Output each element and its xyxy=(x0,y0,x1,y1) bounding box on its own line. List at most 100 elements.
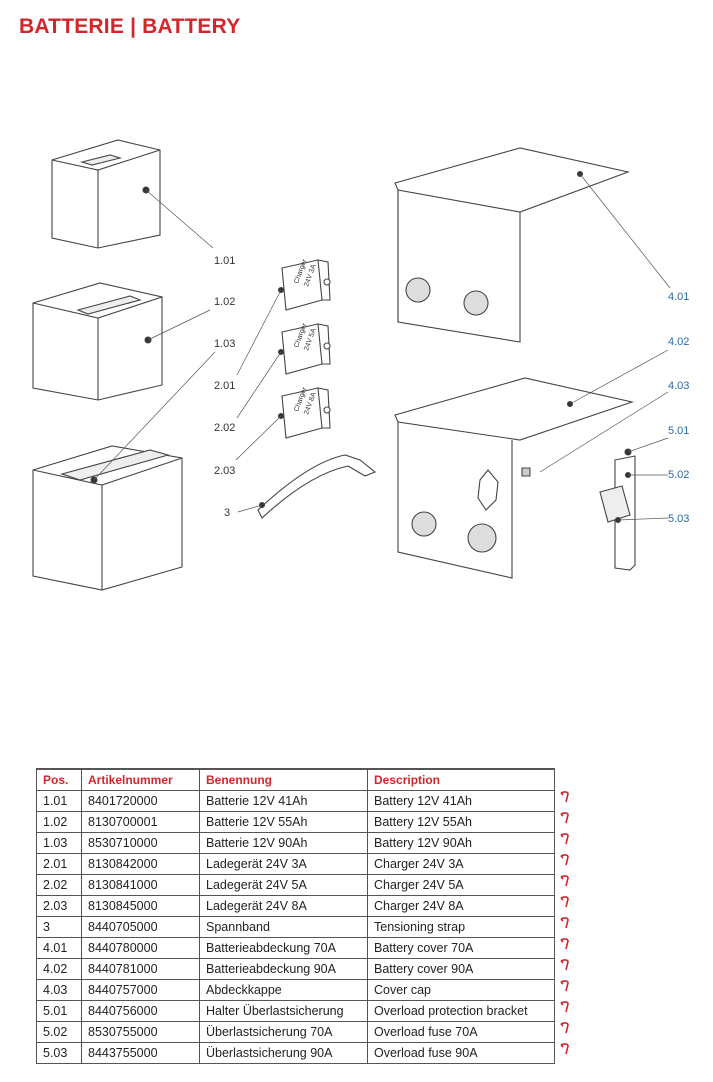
cell-description: Charger 24V 8A xyxy=(367,895,555,917)
cell-article-number: 8130842000 xyxy=(81,853,200,875)
cell-benennung: Ladegerät 24V 3A xyxy=(199,853,368,875)
cell-pos: 1.02 xyxy=(36,811,82,833)
cell-benennung: Spannband xyxy=(199,916,368,938)
cell-description: Cover cap xyxy=(367,979,555,1001)
cell-description: Battery cover 70A xyxy=(367,937,555,959)
cell-pos: 4.03 xyxy=(36,979,82,1001)
cell-benennung: Batterie 12V 41Ah xyxy=(199,790,368,812)
cell-description: Overload fuse 90A xyxy=(367,1042,555,1064)
charger-5a-illustration xyxy=(277,323,331,375)
column-header-benennung: Benennung xyxy=(199,768,368,791)
cell-pos: 2.01 xyxy=(36,853,82,875)
callout-4-01: 4.01 xyxy=(668,291,689,303)
tensioning-strap-illustration xyxy=(257,454,377,519)
column-header-article-number: Artikelnummer xyxy=(81,768,200,791)
cell-article-number: 8440756000 xyxy=(81,1000,200,1022)
cell-benennung: Ladegerät 24V 8A xyxy=(199,895,368,917)
cell-benennung: Abdeckkappe xyxy=(199,979,368,1001)
cell-pos: 5.03 xyxy=(36,1042,82,1064)
cell-pos: 2.02 xyxy=(36,874,82,896)
cell-description: Charger 24V 3A xyxy=(367,853,555,875)
add-to-cart-icon[interactable] xyxy=(558,979,572,993)
cell-pos: 5.02 xyxy=(36,1021,82,1043)
add-to-cart-icon[interactable] xyxy=(558,874,572,888)
callout-4-03: 4.03 xyxy=(668,380,689,392)
callout-5-02: 5.02 xyxy=(668,469,689,481)
cell-benennung: Überlastsicherung 70A xyxy=(199,1021,368,1043)
table-header-row: Pos. Artikelnummer Benennung Description xyxy=(36,768,555,791)
cell-benennung: Ladegerät 24V 5A xyxy=(199,874,368,896)
parts-table: Pos. Artikelnummer Benennung Description… xyxy=(36,768,555,1064)
callout-1-03: 1.03 xyxy=(214,338,235,350)
callout-3: 3 xyxy=(224,507,230,519)
cell-article-number: 8440781000 xyxy=(81,958,200,980)
cell-description: Battery 12V 41Ah xyxy=(367,790,555,812)
add-to-cart-icon[interactable] xyxy=(558,916,572,930)
cell-article-number: 8130841000 xyxy=(81,874,200,896)
callout-2-03: 2.03 xyxy=(214,465,235,477)
column-header-description: Description xyxy=(367,768,555,791)
battery-55ah-illustration xyxy=(32,282,163,401)
cell-article-number: 8530710000 xyxy=(81,832,200,854)
cell-description: Battery 12V 90Ah xyxy=(367,832,555,854)
battery-41ah-illustration xyxy=(51,139,161,249)
add-to-cart-icon[interactable] xyxy=(558,937,572,951)
cell-article-number: 8130700001 xyxy=(81,811,200,833)
exploded-parts-drawing: Charger 24V 3A Charger 24V 5A Charger 24… xyxy=(32,139,689,591)
charger-8a-illustration xyxy=(277,387,331,439)
cell-article-number: 8401720000 xyxy=(81,790,200,812)
add-to-cart-icon[interactable] xyxy=(558,895,572,909)
callout-1-02: 1.02 xyxy=(214,296,235,308)
overload-fuse-bracket-illustration xyxy=(599,448,636,571)
page-title: BATTERIE | BATTERY xyxy=(19,15,241,38)
battery-cover-70a-illustration xyxy=(394,147,630,343)
cell-benennung: Batterieabdeckung 90A xyxy=(199,958,368,980)
cell-pos: 1.03 xyxy=(36,832,82,854)
battery-cover-90a-illustration xyxy=(394,377,635,579)
add-to-cart-icon[interactable] xyxy=(558,1042,572,1056)
cell-pos: 2.03 xyxy=(36,895,82,917)
callout-1-01: 1.01 xyxy=(214,255,235,267)
add-to-cart-icon[interactable] xyxy=(558,811,572,825)
cell-benennung: Batterie 12V 90Ah xyxy=(199,832,368,854)
cell-benennung: Batterieabdeckung 70A xyxy=(199,937,368,959)
cell-article-number: 8440705000 xyxy=(81,916,200,938)
add-to-cart-icon[interactable] xyxy=(558,790,572,804)
cell-benennung: Halter Überlastsicherung xyxy=(199,1000,368,1022)
callout-4-02: 4.02 xyxy=(668,336,689,348)
cell-benennung: Überlastsicherung 90A xyxy=(199,1042,368,1064)
add-to-cart-icon[interactable] xyxy=(558,958,572,972)
cell-pos: 4.02 xyxy=(36,958,82,980)
battery-90ah-illustration xyxy=(32,445,183,591)
add-to-cart-icon[interactable] xyxy=(558,1000,572,1014)
cell-benennung: Batterie 12V 55Ah xyxy=(199,811,368,833)
add-to-cart-icon[interactable] xyxy=(558,1021,572,1035)
cell-pos: 4.01 xyxy=(36,937,82,959)
callout-2-01: 2.01 xyxy=(214,380,235,392)
callout-2-02: 2.02 xyxy=(214,422,235,434)
cell-pos: 1.01 xyxy=(36,790,82,812)
cell-article-number: 8530755000 xyxy=(81,1021,200,1043)
cell-article-number: 8440757000 xyxy=(81,979,200,1001)
column-header-pos: Pos. xyxy=(36,768,82,791)
cell-description: Charger 24V 5A xyxy=(367,874,555,896)
cell-article-number: 8440780000 xyxy=(81,937,200,959)
callout-5-01: 5.01 xyxy=(668,425,689,437)
cell-description: Battery 12V 55Ah xyxy=(367,811,555,833)
cell-article-number: 8130845000 xyxy=(81,895,200,917)
add-to-cart-icon[interactable] xyxy=(558,832,572,846)
callout-5-03: 5.03 xyxy=(668,513,689,525)
cell-description: Overload fuse 70A xyxy=(367,1021,555,1043)
add-to-cart-icon[interactable] xyxy=(558,853,572,867)
